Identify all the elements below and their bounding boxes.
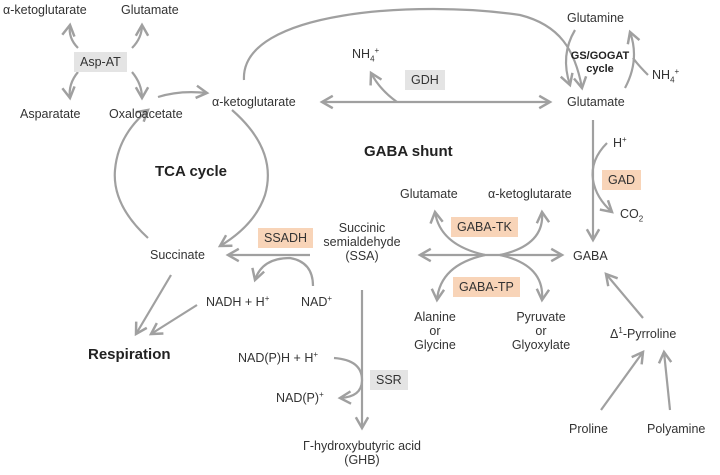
ghb-label: Γ-hydroxybutyric acid (GHB) <box>302 439 422 467</box>
arrow-gaba-tk-left <box>429 209 486 257</box>
arrow-gad-h-co2 <box>591 142 614 214</box>
arrow-gs-left <box>559 29 576 88</box>
proline-label: Proline <box>569 422 608 436</box>
tca-cycle-title: TCA cycle <box>155 163 227 180</box>
arrow-aspat-to-akg <box>61 22 79 49</box>
arrow-aspat-to-oxaloacetate <box>131 71 150 101</box>
akg-main-label: α-ketoglutarate <box>212 95 296 109</box>
asparatate-label: Asparatate <box>20 107 81 121</box>
arrow-gaba-tk-right <box>499 209 551 257</box>
arrow-gaba-tp-left <box>430 253 486 303</box>
h-plus-label: H+ <box>613 134 627 150</box>
arrow-aspat-to-glutamate <box>131 22 150 49</box>
glutamine-label: Glutamine <box>567 11 624 25</box>
akg-topleft-label: α-ketoglutarate <box>3 3 87 17</box>
nad-label: NAD+ <box>301 293 333 309</box>
arrow-gdh-nh4 <box>369 70 398 103</box>
arrow-nadh-to-respiration <box>148 304 198 336</box>
arrow-oxaloacetate-to-akg <box>157 84 210 100</box>
arrow-tca-left <box>113 108 150 239</box>
enzyme-gaba-tk: GABA-TK <box>451 217 518 237</box>
enzyme-gaba-tp: GABA-TP <box>453 277 520 297</box>
enzyme-ssadh: SSADH <box>258 228 314 248</box>
akg-tk-label: α-ketoglutarate <box>488 187 572 201</box>
ssa-label: Succinic semialdehyde (SSA) <box>323 221 401 263</box>
oxaloacetate-label: Oxaloacetate <box>109 107 183 121</box>
gaba-shunt-title: GABA shunt <box>364 143 453 160</box>
enzyme-asp-at: Asp-AT <box>74 52 127 72</box>
arrow-ssr-nadph <box>333 356 364 405</box>
nadp-label: NAD(P)+ <box>276 389 324 405</box>
enzyme-gdh: GDH <box>405 70 445 90</box>
arrow-polyamine-to-pyrroline <box>657 349 673 411</box>
arrow-tca-right <box>217 109 269 248</box>
glutamate-tk-label: Glutamate <box>400 187 458 201</box>
gaba-label: GABA <box>573 249 608 263</box>
enzyme-gad: GAD <box>602 170 642 190</box>
arrow-ssadh-nad-nadh <box>251 256 315 287</box>
arrow-proline-to-pyrroline <box>600 349 645 411</box>
glutamate-main-label: Glutamate <box>567 95 625 109</box>
arrow-succinate-to-respiration <box>134 274 172 337</box>
pyruvate-glyoxylate-label: Pyruvate or Glyoxylate <box>511 310 571 352</box>
succinate-label: Succinate <box>150 248 205 262</box>
glutamate-topleft-label: Glutamate <box>121 3 179 17</box>
arrow-gaba-tp-right <box>499 253 551 303</box>
enzyme-ssr: SSR <box>370 370 408 390</box>
pyrroline-label: Δ1-Pyrroline <box>610 325 677 341</box>
nh4-gs-label: NH4+ <box>652 66 680 85</box>
co2-label: CO2 <box>620 207 644 224</box>
nh4-gdh-label: NH4+ <box>352 45 380 64</box>
alanine-glycine-label: Alanine or Glycine <box>414 310 456 352</box>
respiration-title: Respiration <box>88 346 171 363</box>
arrow-pyrroline-to-gaba <box>604 272 644 319</box>
arrow-aspat-to-asparatate <box>61 71 79 101</box>
arrow-gs-nh4 <box>632 57 649 76</box>
nadh-label: NADH + H+ <box>206 293 270 309</box>
gs-gogat-cycle-label: GS/GOGAT cycle <box>570 50 630 75</box>
nadph-label: NAD(P)H + H+ <box>238 349 319 365</box>
polyamine-label: Polyamine <box>647 422 706 436</box>
